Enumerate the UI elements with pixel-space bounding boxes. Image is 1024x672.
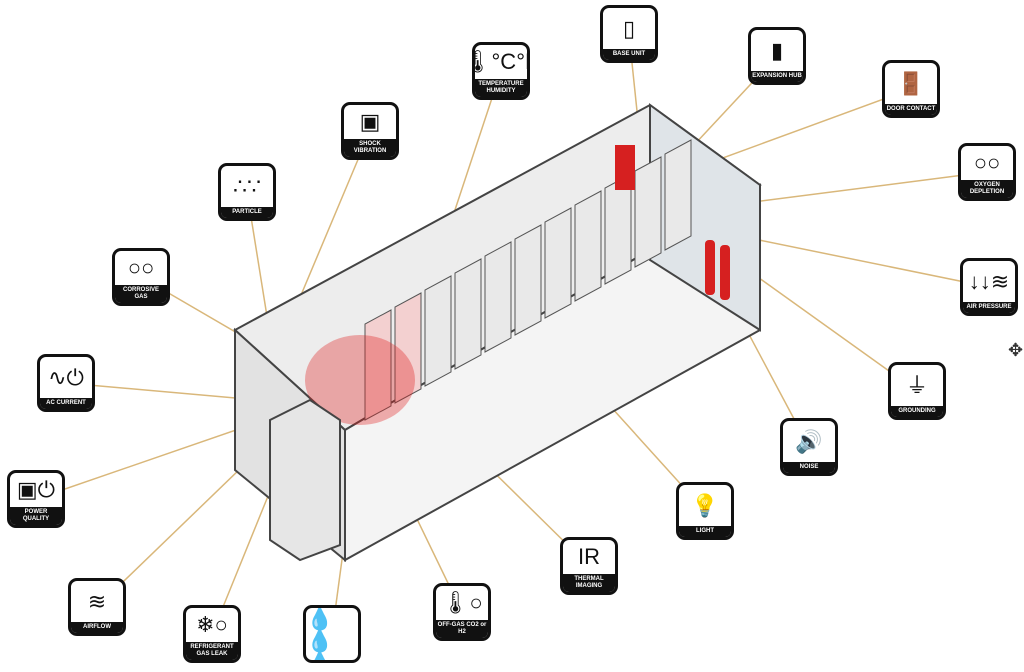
server-rack — [544, 207, 572, 319]
sensor-temperature-humidity[interactable]: 🌡°C°F TEMPERATURE HUMIDITY — [472, 42, 530, 100]
server-rack — [574, 190, 602, 302]
sensor-power-quality[interactable]: ▣⏻ POWER QUALITY — [7, 470, 65, 528]
sensor-base-unit[interactable]: ▯ BASE UNIT — [600, 5, 658, 63]
light-icon: 💡 — [691, 492, 719, 518]
sensor-label: LIGHT — [679, 526, 731, 537]
grounding-icon: ⏚ — [905, 372, 928, 398]
noise-icon: 🔊 — [795, 428, 823, 454]
air-pressure-icon: ↓↓≋ — [968, 268, 1010, 294]
sensor-label: GROUNDING — [891, 406, 943, 417]
corrosive-gas-icon: ○○ — [127, 255, 155, 281]
sensor-door-contact[interactable]: 🚪 DOOR CONTACT — [882, 60, 940, 118]
sensor-label: THERMAL IMAGING — [563, 574, 615, 592]
shock-vibration-icon: ▣ — [359, 109, 381, 135]
server-rack — [364, 309, 392, 421]
sensor-label: TEMPERATURE HUMIDITY — [475, 79, 527, 97]
sensor-label: PARTICLE — [221, 207, 273, 218]
off-gas-icon: 🌡○ — [441, 590, 483, 616]
sensor-label: AC CURRENT — [40, 398, 92, 409]
sensor-ac-current[interactable]: ∿⏻ AC CURRENT — [37, 354, 95, 412]
fire-panel — [615, 145, 635, 190]
base-unit-icon: ▯ — [622, 15, 636, 41]
server-rack — [604, 173, 632, 285]
sensor-label: NOISE — [783, 462, 835, 473]
sensor-expansion-hub[interactable]: ▮ EXPANSION HUB — [748, 27, 806, 85]
sensor-grounding[interactable]: ⏚ GROUNDING — [888, 362, 946, 420]
leader-line-ac-current — [65, 382, 259, 401]
oxygen-depletion-icon: ○○ — [973, 150, 1001, 176]
sensor-corrosive-gas[interactable]: ○○ CORROSIVE GAS — [112, 248, 170, 306]
sensor-airflow[interactable]: ≋ AIRFLOW — [68, 578, 126, 636]
leader-line-power-quality — [35, 419, 266, 500]
sensor-ir-thermal-imaging[interactable]: IR THERMAL IMAGING — [560, 537, 618, 595]
server-rack — [634, 156, 662, 268]
gas-cylinder — [705, 240, 715, 295]
sensor-air-pressure[interactable]: ↓↓≋ AIR PRESSURE — [960, 258, 1018, 316]
refrigerant-gas-leak-icon: ❄○ — [196, 612, 228, 638]
airflow-icon: ≋ — [87, 588, 107, 614]
sensor-label: SHOCK VIBRATION — [344, 139, 396, 157]
sensor-label: REFRIGERANT GAS LEAK — [186, 642, 238, 660]
sensor-water-leak[interactable]: 💧💧💧WATER LEAK — [303, 605, 361, 663]
ac-current-icon: ∿⏻ — [48, 364, 84, 390]
door-contact-icon: 🚪 — [897, 70, 925, 96]
particle-icon: ∴∵ — [233, 173, 261, 199]
gas-cylinder — [720, 245, 730, 300]
sensor-label: AIRFLOW — [71, 622, 123, 633]
sensor-light[interactable]: 💡 LIGHT — [676, 482, 734, 540]
sensor-label: OXYGEN DEPLETION — [961, 180, 1013, 198]
server-rack — [394, 292, 422, 404]
leader-line-door-contact — [689, 88, 912, 171]
hot-spot — [305, 335, 415, 425]
sensor-label: OFF-GAS CO2 or H2 — [436, 620, 488, 638]
sensor-noise[interactable]: 🔊 NOISE — [780, 418, 838, 476]
sensor-label: EXPANSION HUB — [751, 71, 803, 82]
power-quality-icon: ▣⏻ — [16, 477, 56, 503]
sensor-shock-vibration[interactable]: ▣ SHOCK VIBRATION — [341, 102, 399, 160]
server-rack — [454, 258, 482, 370]
sensor-label: POWER QUALITY — [10, 507, 62, 525]
sensor-particle[interactable]: ∴∵ PARTICLE — [218, 163, 276, 221]
move-cursor-icon: ✥ — [1008, 340, 1024, 360]
ir-thermal-imaging-icon: IR — [578, 544, 600, 570]
temperature-humidity-icon: 🌡°C°F — [475, 49, 527, 75]
water-leak-icon: 💧💧💧 — [306, 606, 334, 663]
sensor-off-gas[interactable]: 🌡○ OFF-GAS CO2 or H2 — [433, 583, 491, 641]
server-rack — [514, 224, 542, 336]
sensor-label: DOOR CONTACT — [885, 104, 937, 115]
hvac-unit — [269, 398, 341, 562]
server-rack — [664, 139, 692, 251]
leader-line-oxygen-depletion — [729, 171, 988, 206]
sensor-label: CORROSIVE GAS — [115, 285, 167, 303]
sensor-label: AIR PRESSURE — [963, 302, 1015, 313]
expansion-hub-icon: ▮ — [770, 37, 784, 63]
sensor-refrigerant-gas-leak[interactable]: ❄○ REFRIGERANT GAS LEAK — [183, 605, 241, 663]
server-rack — [484, 241, 512, 353]
sensor-label: BASE UNIT — [603, 49, 655, 60]
sensor-oxygen-depletion[interactable]: ○○ OXYGEN DEPLETION — [958, 143, 1016, 201]
server-rack — [424, 275, 452, 387]
